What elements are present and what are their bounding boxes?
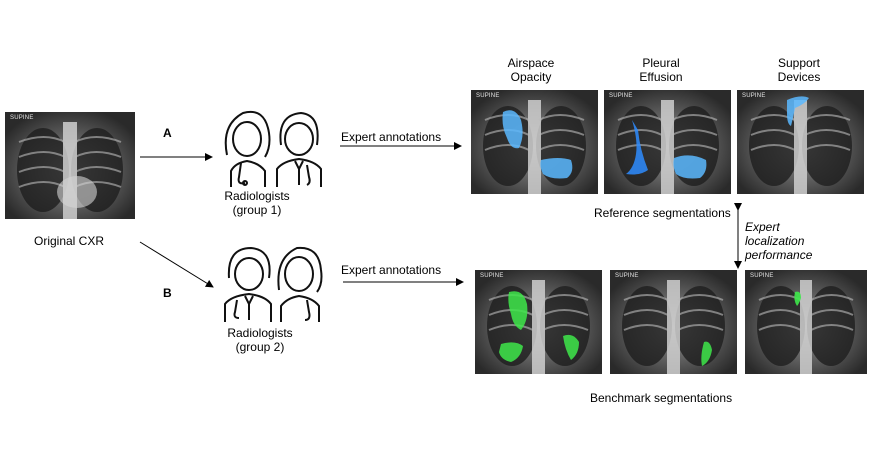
column-header-airspace-opacity: Airspace Opacity xyxy=(507,56,555,84)
group-2-label-line1: Radiologists xyxy=(227,326,293,340)
group-1-label: Radiologists (group 1) xyxy=(220,189,294,217)
support-devices-mask xyxy=(787,96,809,126)
benchmark-support-devices-image: SUPINE xyxy=(745,270,867,374)
expert-annotations-top-label: Expert annotations xyxy=(341,130,442,144)
supine-tag: SUPINE xyxy=(10,115,34,121)
benchmark-segmentations-label: Benchmark segmentations xyxy=(590,391,733,405)
path-a-label: A xyxy=(163,126,172,140)
radiologists-group-2-icon xyxy=(224,246,323,322)
radiologists-group-1-icon xyxy=(224,111,322,187)
arrow-b xyxy=(139,241,214,288)
pleural-effusion-mask-left xyxy=(626,120,648,175)
reference-pleural-effusion-image: SUPINE xyxy=(604,90,731,194)
column-header-support-devices: Support Devices xyxy=(777,56,821,84)
reference-segmentations-label: Reference segmentations xyxy=(594,206,731,220)
group-2-label-line2: (group 2) xyxy=(235,340,285,354)
airspace-opacity-mask xyxy=(502,110,523,149)
group-1-label-line2: (group 1) xyxy=(232,203,282,217)
benchmark-airspace-mask-1 xyxy=(508,291,528,330)
benchmark-effusion-mask xyxy=(701,341,712,366)
supine-tag: SUPINE xyxy=(750,273,774,279)
path-b-label: B xyxy=(163,286,172,300)
localization-label: Expert localization performance xyxy=(745,220,813,262)
supine-tag: SUPINE xyxy=(609,93,633,99)
original-cxr-label: Original CXR xyxy=(34,234,105,248)
supine-tag: SUPINE xyxy=(742,93,766,99)
original-cxr-image: SUPINE xyxy=(5,112,135,219)
reference-airspace-opacity-image: SUPINE xyxy=(471,90,598,194)
reference-support-devices-image: SUPINE xyxy=(737,90,864,194)
pleural-effusion-mask-right xyxy=(673,155,707,179)
airspace-opacity-mask-2 xyxy=(540,158,573,179)
benchmark-airspace-mask-2 xyxy=(499,342,523,362)
expert-annotations-bottom-label: Expert annotations xyxy=(341,263,442,277)
benchmark-support-mask xyxy=(794,291,801,306)
benchmark-airspace-opacity-image: SUPINE xyxy=(475,270,602,374)
group-1-label-line1: Radiologists xyxy=(224,189,290,203)
supine-tag: SUPINE xyxy=(476,93,500,99)
supine-tag: SUPINE xyxy=(615,273,639,279)
supine-tag: SUPINE xyxy=(480,273,504,279)
group-2-label: Radiologists (group 2) xyxy=(223,326,297,354)
benchmark-airspace-mask-3 xyxy=(563,334,579,360)
benchmark-pleural-effusion-image: SUPINE xyxy=(610,270,737,374)
column-header-pleural-effusion: Pleural Effusion xyxy=(639,56,683,84)
